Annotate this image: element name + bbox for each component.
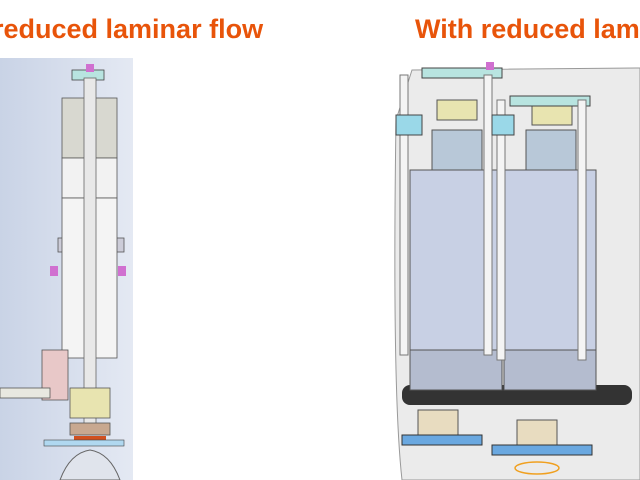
- left-title: reduced laminar flow: [0, 14, 264, 44]
- right-title: With reduced lam: [415, 14, 640, 44]
- cad-image-with-reduced-flow: [382, 60, 640, 480]
- cad-image-without-reduced-flow: [0, 58, 133, 480]
